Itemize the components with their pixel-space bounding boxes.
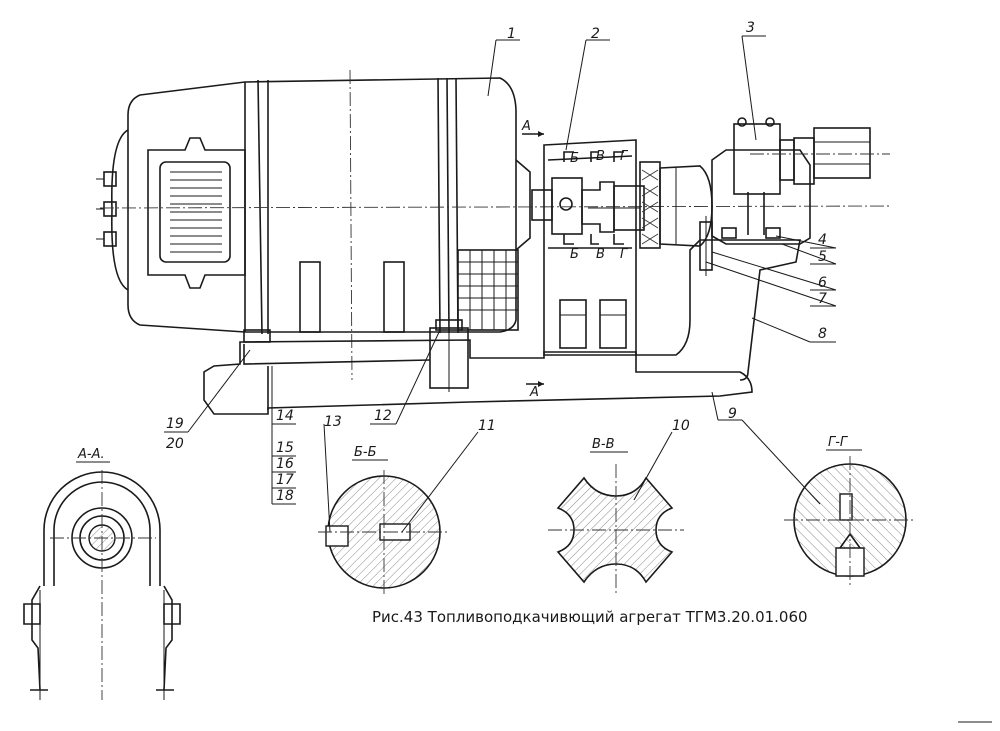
section-leaders <box>323 419 821 533</box>
part-label-8: 8 <box>818 326 827 342</box>
part-label-12: 12 <box>374 408 392 424</box>
section-gg-view: Г-Г <box>784 435 916 586</box>
main-assembly-view: Б В Г Б В Г А А <box>96 20 891 505</box>
section-aa-view: А-А. <box>23 447 181 700</box>
part-label-1: 1 <box>507 26 516 42</box>
coupling-housing: Б В Г Б В Г А А <box>521 119 645 400</box>
part-label-17: 17 <box>276 472 294 488</box>
part-label-3: 3 <box>746 20 755 36</box>
section-b-bottom-label: Б <box>570 247 579 262</box>
electric-motor <box>96 69 531 381</box>
part-label-2: 2 <box>591 26 600 42</box>
end-bolts <box>96 171 117 247</box>
section-cut-marks: Б В Г Б В Г <box>563 149 629 262</box>
section-v-bottom-label: В <box>596 247 605 262</box>
section-bb-view: Б-Б <box>318 445 450 594</box>
section-vv-title: В-В <box>592 437 615 452</box>
figure-caption: Рис.43 Топливоподкачивющий агрегат ТГМ3.… <box>372 608 808 626</box>
section-v-top-label: В <box>596 149 605 164</box>
part-label-11: 11 <box>478 418 496 434</box>
part-label-16: 16 <box>276 456 294 472</box>
terminal-fins <box>170 171 222 253</box>
part-label-20: 20 <box>166 436 184 452</box>
vent-grid <box>457 249 519 331</box>
pump-bracket <box>636 216 801 381</box>
section-a-bottom-label: А <box>529 385 539 400</box>
part-label-19: 19 <box>166 416 184 432</box>
section-g-bottom-label: Г <box>620 247 629 262</box>
shaft-axis <box>99 205 891 209</box>
section-bb-title: Б-Б <box>354 445 377 460</box>
gear-pump <box>711 117 890 245</box>
base-frame <box>203 318 753 415</box>
section-b-top-label: Б <box>570 151 579 166</box>
part-label-18: 18 <box>276 488 294 504</box>
part-label-9: 9 <box>728 406 737 422</box>
part-labels: 1 2 3 4 5 6 7 8 9 10 11 12 13 14 15 16 1… <box>166 20 827 504</box>
section-gg-title: Г-Г <box>828 435 849 450</box>
section-vv-view: В-В <box>548 437 684 596</box>
section-a-top-label: А <box>521 119 531 134</box>
part-label-4: 4 <box>818 232 827 248</box>
part-label-10: 10 <box>672 418 690 434</box>
part-label-13: 13 <box>324 414 342 430</box>
section-aa-title: А-А. <box>77 447 105 462</box>
part-label-15: 15 <box>276 440 294 456</box>
section-g-top-label: Г <box>620 149 629 164</box>
part-label-5: 5 <box>818 249 827 265</box>
part-label-14: 14 <box>276 408 294 424</box>
part-label-7: 7 <box>818 291 827 307</box>
pump-neck <box>639 161 713 249</box>
leader-lines <box>164 35 837 505</box>
part-label-6: 6 <box>818 275 827 291</box>
